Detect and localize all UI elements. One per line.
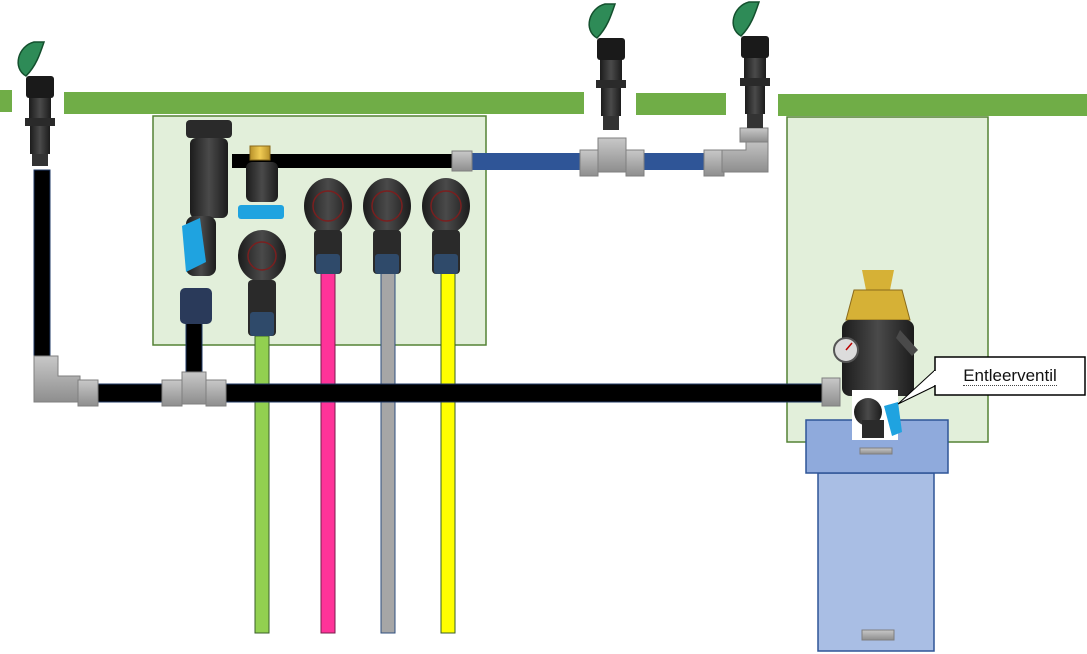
lawn-strip xyxy=(0,90,12,112)
coupling-fitting xyxy=(625,149,645,177)
fittings xyxy=(33,127,841,407)
elbow-fitting xyxy=(33,355,81,403)
solenoid-valve-icon[interactable] xyxy=(422,178,470,274)
tee-fitting xyxy=(181,371,207,405)
water-filter-icon xyxy=(180,120,232,324)
water-hydrant-icon[interactable] xyxy=(588,3,626,130)
lawn-strips xyxy=(0,90,1087,116)
coupling-fitting xyxy=(205,379,227,407)
pipe-left-vertical xyxy=(33,169,51,359)
elbow-fitting xyxy=(721,137,769,173)
lawn-strip xyxy=(778,94,1087,116)
coupling-fitting xyxy=(579,149,599,177)
pipe-blue-segment xyxy=(640,153,706,170)
drain-valve-callout xyxy=(897,356,1086,405)
callout-box xyxy=(934,356,1086,396)
pipe-horizontal-main xyxy=(33,383,835,403)
foot-valve xyxy=(861,629,895,641)
pressure-switch-icon xyxy=(833,270,918,396)
zone-line-pink xyxy=(320,269,336,634)
riser-fitting xyxy=(739,127,769,143)
solenoid-valve-icon[interactable] xyxy=(363,178,411,274)
drain-valve-icon[interactable] xyxy=(852,390,902,440)
main-pipes xyxy=(33,154,886,633)
pipe-manifold xyxy=(232,154,457,168)
coupling-fitting xyxy=(451,150,473,172)
lawn-strip xyxy=(64,92,584,114)
coupling-fitting xyxy=(703,149,725,177)
tee-fitting xyxy=(597,137,627,173)
tank-inlet-flange xyxy=(859,447,893,455)
pipe-manifold-drop xyxy=(185,321,203,373)
coupling-fitting xyxy=(821,377,841,407)
pipe-blue-segment xyxy=(470,153,582,170)
lawn-strip xyxy=(636,93,726,115)
zone-line-green xyxy=(254,335,270,634)
water-tank xyxy=(805,419,949,652)
blue-pipe xyxy=(470,153,706,170)
water-hydrant-icon[interactable] xyxy=(17,41,55,166)
zone-line-yellow xyxy=(440,269,456,634)
coupling-fitting xyxy=(77,379,99,407)
water-hydrant-icon[interactable] xyxy=(732,1,770,128)
coupling-fitting xyxy=(161,379,183,407)
solenoid-valve-icon[interactable] xyxy=(304,178,352,274)
tank-body xyxy=(817,472,935,652)
ball-valve-icon[interactable] xyxy=(182,205,284,272)
zone-line-gray xyxy=(380,269,396,634)
solenoid-valve-icon[interactable] xyxy=(238,145,286,336)
